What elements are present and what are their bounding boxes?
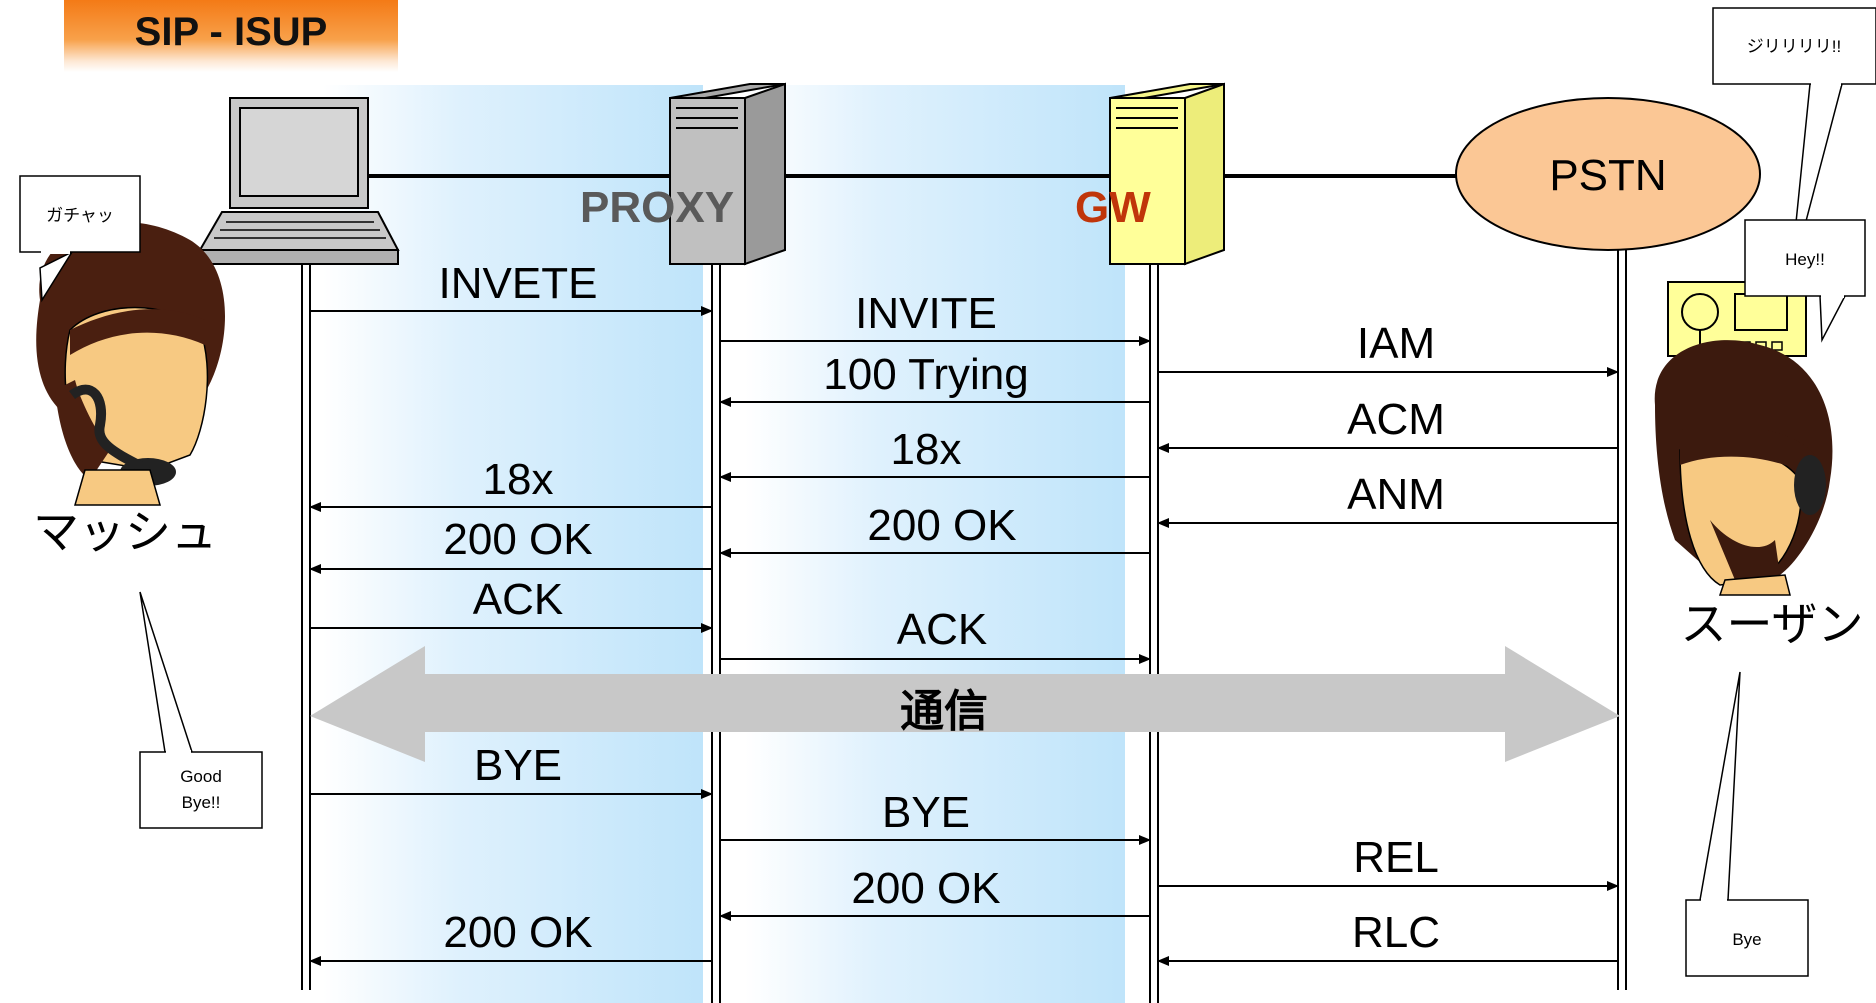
bubble-left-bottom-line2: Bye!!	[182, 793, 221, 812]
msg-invite-label: INVITE	[855, 289, 997, 338]
bubble-left-bottom-line1: Good	[180, 767, 222, 786]
left-person-name: マッシュ	[33, 506, 217, 558]
msg-18x-gw-label: 18x	[891, 425, 962, 474]
msg-200ok-gw-label: 200 OK	[867, 501, 1016, 550]
lifeline-proxy	[711, 262, 721, 1003]
call-label: 通信	[900, 687, 988, 736]
msg-rlc: RLC	[1157, 908, 1618, 966]
call-double-arrow: 通信	[310, 646, 1620, 762]
msg-ack-ua: ACK	[310, 575, 713, 633]
msg-18x-ua-label: 18x	[483, 455, 554, 504]
laptop-icon	[198, 97, 400, 265]
gw-label: GW	[1075, 183, 1151, 232]
msg-200ok-bye-gw: 200 OK	[719, 864, 1150, 921]
msg-ack-gw-label: ACK	[897, 605, 987, 654]
proxy-label: PROXY	[580, 183, 734, 232]
msg-acm: ACM	[1157, 395, 1618, 453]
lifeline-gw	[1149, 262, 1159, 1003]
msg-200ok-ua: 200 OK	[309, 515, 712, 574]
bubble-left-bottom: Good Bye!!	[139, 591, 263, 829]
msg-100-trying: 100 Trying	[719, 350, 1150, 407]
msg-invete: INVETE	[310, 259, 713, 316]
gw-server-icon	[1109, 82, 1225, 266]
bubble-right-bottom: Bye	[1685, 671, 1809, 977]
msg-bye-ua-label: BYE	[474, 741, 562, 790]
proxy-server-icon	[669, 82, 786, 266]
bubble-right-top-text: ジリリリリ!!	[1747, 37, 1841, 56]
bubble-left-top: ガチャッ	[19, 175, 141, 303]
bubble-right-mid: Hey!!	[1744, 219, 1866, 343]
msg-18x-gw: 18x	[719, 425, 1150, 482]
msg-200ok-bye-ua-label: 200 OK	[443, 908, 592, 957]
diagram-title: SIP - ISUP	[64, 0, 398, 72]
msg-ack-gw: ACK	[720, 605, 1151, 664]
msg-iam-label: IAM	[1357, 319, 1435, 368]
msg-100-trying-label: 100 Trying	[823, 350, 1028, 399]
lifeline-ua	[301, 262, 311, 990]
right-person-name: スーザン	[1680, 598, 1863, 650]
msg-invite: INVITE	[720, 289, 1151, 346]
bubble-right-top: ジリリリリ!!	[1712, 7, 1876, 283]
bubble-left-top-text: ガチャッ	[46, 206, 114, 225]
msg-ack-ua-label: ACK	[473, 575, 563, 624]
msg-rel: REL	[1158, 833, 1619, 891]
msg-anm: ANM	[1157, 470, 1618, 528]
msg-acm-label: ACM	[1347, 395, 1445, 444]
msg-200ok-gw: 200 OK	[719, 501, 1150, 558]
msg-bye-ua: BYE	[310, 741, 713, 799]
lifeline-pstn	[1617, 248, 1627, 990]
msg-invete-label: INVETE	[439, 259, 598, 308]
msg-18x-ua: 18x	[309, 455, 712, 512]
band-proxy-gw	[745, 85, 1125, 1003]
msg-iam: IAM	[1158, 319, 1619, 377]
msg-rel-label: REL	[1353, 833, 1439, 882]
bubble-right-mid-text: Hey!!	[1785, 250, 1825, 269]
msg-bye-gw: BYE	[720, 788, 1151, 845]
bubble-right-bottom-text: Bye	[1732, 930, 1761, 949]
msg-200ok-bye-gw-label: 200 OK	[851, 864, 1000, 913]
pstn-ellipse	[1455, 97, 1761, 251]
msg-200ok-ua-label: 200 OK	[443, 515, 592, 564]
woman-on-phone-icon	[36, 222, 226, 506]
msg-bye-gw-label: BYE	[882, 788, 970, 837]
pstn-label: PSTN	[1549, 151, 1666, 200]
man-on-phone-icon	[1654, 340, 1833, 596]
msg-anm-label: ANM	[1347, 470, 1445, 519]
msg-200ok-bye-ua: 200 OK	[309, 908, 712, 966]
msg-rlc-label: RLC	[1352, 908, 1440, 957]
